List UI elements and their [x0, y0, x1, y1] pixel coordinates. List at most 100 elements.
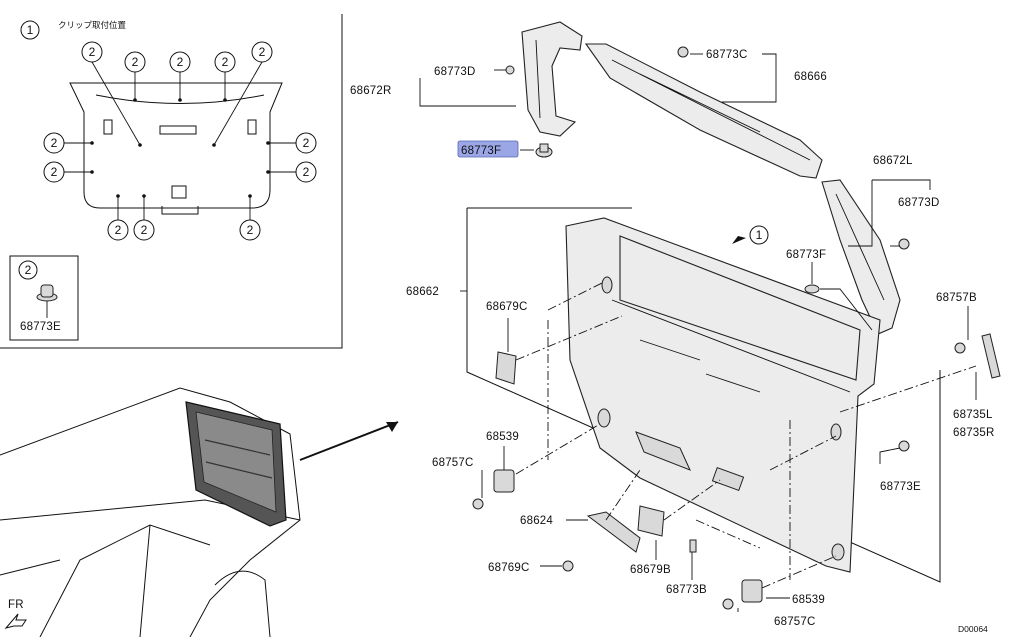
vehicle-roof-line — [0, 387, 301, 638]
front-direction-arrow — [4, 613, 27, 629]
bolt-68769C — [562, 560, 574, 572]
inset-clip-markers: 2 2 2 2 2 2 2 2 2 2 2 2 — [43, 41, 317, 241]
vehicle-wheel-arch — [214, 570, 271, 638]
clip-68773F-mid — [804, 284, 820, 294]
part-label-68624[interactable]: 68624 — [520, 515, 553, 527]
svg-text:2: 2 — [303, 165, 310, 179]
inset-frame — [0, 14, 343, 349]
part-label-68773D-right[interactable]: 68773D — [898, 197, 939, 209]
clip-marker: 2 — [295, 161, 317, 183]
inset-title: クリップ取付位置 — [58, 20, 127, 30]
cover-68679C — [495, 351, 517, 385]
pillar-trim-68672R — [521, 21, 583, 137]
svg-text:2: 2 — [115, 223, 122, 237]
bracket-68735 — [981, 333, 1001, 379]
part-label-68735L[interactable]: 68735L — [953, 409, 993, 421]
trim-hole-upper — [601, 276, 613, 294]
clip-marker: 2 — [251, 41, 273, 63]
clip-marker: 2 — [124, 51, 146, 73]
trim-hole-right — [830, 423, 842, 441]
alignment-lines — [515, 281, 977, 589]
svg-text:2: 2 — [132, 55, 139, 69]
view-marker-arrow — [732, 236, 746, 244]
part-label-68672R[interactable]: 68672R — [350, 85, 391, 97]
part-label-68769C[interactable]: 68769C — [488, 562, 529, 574]
svg-text:2: 2 — [51, 136, 58, 150]
part-label-68773C[interactable]: 68773C — [706, 49, 747, 61]
vehicle-pillar — [139, 524, 151, 638]
part-label-68539-right[interactable]: 68539 — [792, 594, 825, 606]
inset-title-marker: 1 — [27, 23, 34, 37]
clip-detail-part-label: 68773E — [20, 321, 61, 333]
garnish-68666-ribs — [611, 59, 811, 161]
part-label-68735R[interactable]: 68735R — [953, 427, 994, 439]
clip-marker: 2 — [295, 132, 317, 154]
inset-clip-leaders — [64, 61, 296, 220]
view-arrow-shaft — [299, 421, 399, 461]
part-label-68773B[interactable]: 68773B — [666, 584, 707, 596]
part-label-68757C-left[interactable]: 68757C — [432, 457, 473, 469]
pillar-trim-68672L-edge — [835, 193, 885, 301]
part-label-68757B[interactable]: 68757B — [936, 292, 977, 304]
part-label-68672L[interactable]: 68672L — [873, 155, 913, 167]
clip-68773D-left — [505, 65, 515, 75]
inset-handle-slot — [159, 125, 197, 135]
inset-lower-pocket — [171, 185, 187, 199]
part-label-68666[interactable]: 68666 — [794, 71, 827, 83]
clip-marker: 2 — [214, 51, 236, 73]
part-label-68662[interactable]: 68662 — [406, 286, 439, 298]
part-label-68773E[interactable]: 68773E — [880, 481, 921, 493]
front-direction-label: FR — [8, 599, 24, 611]
tailgate-trim-window-section — [619, 235, 861, 381]
tailgate-trim-handle-pocket — [635, 431, 691, 471]
svg-text:2: 2 — [89, 45, 96, 59]
clip-marker: 2 — [43, 161, 65, 183]
clip-marker: 2 — [169, 51, 191, 73]
leader-lines — [419, 53, 977, 612]
garnish-68666 — [584, 43, 823, 179]
part-label-68679C[interactable]: 68679C — [486, 301, 527, 313]
view-marker-circle — [749, 225, 769, 245]
clip-detail-box — [9, 255, 79, 341]
pillar-trim-68672R-edge — [535, 39, 541, 119]
view-marker: 1 — [756, 228, 763, 242]
selected-part-highlight — [457, 140, 519, 158]
trim-hole-left — [597, 408, 611, 428]
clip-68773C — [677, 46, 689, 58]
clip-68773E — [898, 440, 910, 452]
clip-detail-marker-circle — [18, 260, 38, 280]
fasteners — [472, 46, 966, 610]
clip-68773F-top — [535, 143, 553, 158]
stopper-68539-left — [493, 469, 515, 493]
part-label-68773F-selected[interactable]: 68773F — [461, 145, 501, 157]
part-label-68773F-mid[interactable]: 68773F — [786, 249, 826, 261]
svg-text:2: 2 — [303, 136, 310, 150]
clip-marker: 2 — [133, 219, 155, 241]
part-label-68773D-left[interactable]: 68773D — [434, 66, 475, 78]
part-label-68757C-right[interactable]: 68757C — [774, 616, 815, 628]
svg-text:2: 2 — [141, 223, 148, 237]
bracket-68624 — [586, 511, 641, 553]
svg-text:2: 2 — [222, 55, 229, 69]
tailgate-trim-lower-slot — [711, 466, 745, 492]
clip-68773B — [689, 539, 697, 553]
svg-text:2: 2 — [247, 223, 254, 237]
inset-clip-dots — [90, 98, 270, 198]
part-label-68539-left[interactable]: 68539 — [486, 431, 519, 443]
diagram-code: D00064 — [958, 624, 988, 634]
clip-marker: 2 — [239, 219, 261, 241]
inset-lower-tab — [161, 206, 199, 215]
tailgate-trim-ribs — [204, 439, 273, 479]
vehicle-sketch: FR — [0, 387, 399, 638]
bolt-68757B — [954, 342, 966, 354]
clip-icon — [36, 284, 58, 318]
svg-text:2: 2 — [51, 165, 58, 179]
vehicle-side-line — [0, 559, 61, 576]
view-arrow-head — [386, 422, 398, 432]
bolt-68757C-right — [722, 598, 734, 610]
clip-detail-marker: 2 — [25, 263, 32, 277]
svg-text:2: 2 — [259, 45, 266, 59]
part-label-68679B[interactable]: 68679B — [630, 564, 671, 576]
svg-text:2: 2 — [177, 55, 184, 69]
